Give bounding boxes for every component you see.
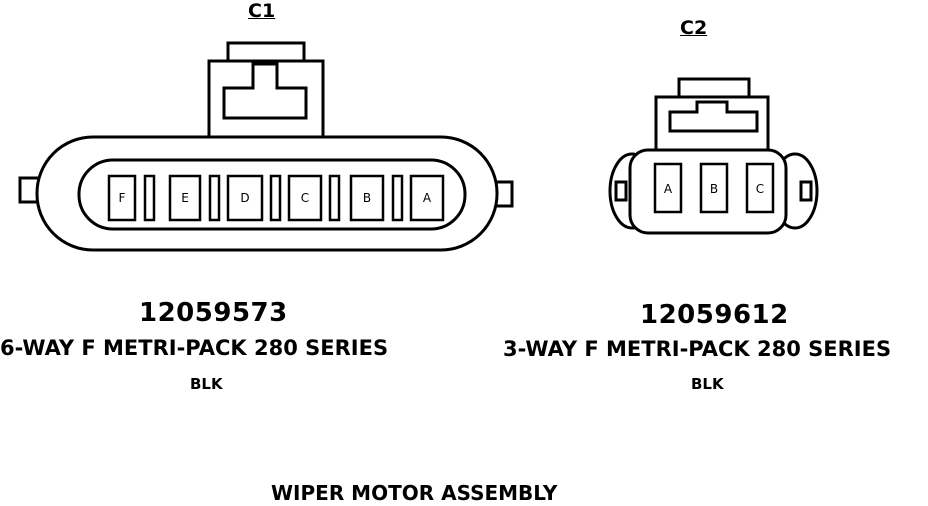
c1-pin-cavity-a	[409, 174, 445, 222]
c1-description: 6-WAY F METRI-PACK 280 SERIES	[0, 336, 389, 360]
c2-pin-label: B	[710, 182, 718, 196]
c1-pin-cavity-d	[226, 174, 264, 222]
c2-pin-cavity-a	[653, 162, 683, 214]
c1-part-number: 12059573	[139, 298, 288, 328]
c2-part-number: 12059612	[640, 300, 789, 330]
c1-label: C1	[248, 0, 276, 22]
c2-pin-labels: A B C	[664, 182, 764, 196]
c1-pin-cavity-c	[287, 174, 323, 222]
c2-pin-label: C	[756, 182, 764, 196]
c1-pin-cavity-b	[349, 174, 385, 222]
c2-lock-tab	[654, 77, 770, 154]
c1-wire-color: BLK	[190, 375, 223, 393]
c1-pin-cavity-f	[107, 174, 137, 222]
c2-pin-row	[653, 162, 775, 214]
c2-wire-color: BLK	[691, 375, 724, 393]
c1-pin-label: A	[423, 191, 432, 205]
c1-face	[77, 158, 467, 231]
c2-left-ear	[614, 180, 628, 202]
c1-pin-label: F	[119, 191, 126, 205]
c2-pin-cavity-b	[699, 162, 729, 214]
c1-connector	[18, 41, 514, 252]
c1-pin-cavity-e	[168, 174, 202, 222]
c1-pin-label: D	[240, 191, 249, 205]
c1-pin-separator	[269, 174, 282, 222]
c1-pin-separator	[208, 174, 221, 222]
c1-pin-separator	[143, 174, 156, 222]
c2-label: C2	[680, 17, 708, 39]
c1-pin-label: E	[181, 191, 189, 205]
c1-pin-separator	[328, 174, 341, 222]
c1-pin-label: B	[363, 191, 371, 205]
c2-right-ear	[799, 180, 813, 202]
c1-lock-tab	[207, 41, 325, 140]
c1-housing	[35, 135, 499, 252]
c1-pin-row	[107, 174, 445, 222]
diagram-caption: WIPER MOTOR ASSEMBLY	[271, 481, 558, 505]
c1-pin-label: C	[301, 191, 309, 205]
c2-pin-label: A	[664, 182, 673, 196]
c2-description: 3-WAY F METRI-PACK 280 SERIES	[503, 337, 892, 361]
c1-pin-labels: F E D C B A	[119, 191, 432, 205]
c2-connector	[608, 77, 819, 235]
c1-pin-separator	[391, 174, 404, 222]
c2-pin-cavity-c	[745, 162, 775, 214]
